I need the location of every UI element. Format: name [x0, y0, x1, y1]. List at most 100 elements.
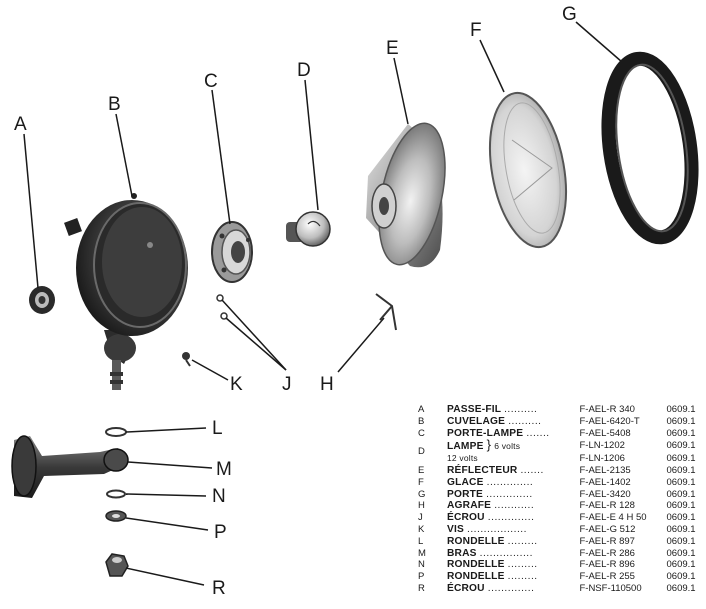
part-code: 0609.1 — [666, 488, 696, 500]
part-name: LAMPE — [446, 441, 484, 453]
part-code: 0609.1 — [666, 415, 696, 427]
part-m-arm — [11, 435, 129, 498]
leader-dots: ....... — [526, 427, 550, 439]
part-name: BRAS — [446, 547, 477, 559]
leader-dots: .............. — [486, 476, 534, 488]
part-name: VIS — [446, 523, 464, 535]
leader-dots: ............ — [494, 500, 535, 512]
callout-b: B — [108, 94, 121, 115]
leader-dots: ......... — [507, 535, 538, 547]
part-reference: F-AEL-R 255 — [579, 571, 635, 583]
callout-d: D — [297, 60, 311, 81]
part-letter: M — [418, 547, 426, 559]
part-reference: F-AEL-R 286 — [579, 547, 635, 559]
part-j-nuts — [216, 294, 228, 320]
part-name: CUVELAGE — [446, 415, 506, 427]
leader-p — [125, 517, 209, 531]
part-reference: F-AEL-6420-T — [579, 415, 640, 427]
part-code: 0609.1 — [666, 439, 696, 451]
part-g-bezel-ring — [601, 51, 699, 245]
part-f-glass — [489, 91, 567, 249]
leader-e — [393, 57, 409, 125]
part-letter: A — [418, 404, 425, 415]
part-reference: F-AEL-2135 — [579, 464, 631, 476]
parts-row-b: B CUVELAGE .......... F-AEL-6420-T 0609.1 — [418, 416, 706, 428]
callout-p: P — [214, 522, 227, 543]
parts-row-d2: F-LN-1206 0609.1 — [418, 452, 706, 465]
callout-l: L — [212, 418, 223, 439]
part-reference: F-AEL-R 340 — [579, 404, 635, 415]
part-code: 0609.1 — [666, 464, 696, 476]
callout-a: A — [14, 114, 27, 135]
part-r-nut — [105, 553, 129, 577]
part-letter: J — [418, 512, 423, 524]
part-reference: F-AEL-R 897 — [579, 535, 635, 547]
part-code: 0609.1 — [666, 452, 696, 464]
part-code: 0609.1 — [666, 500, 696, 512]
part-letter: B — [418, 415, 425, 427]
part-name: RONDELLE — [446, 571, 505, 583]
part-e-reflector — [366, 122, 446, 268]
part-p-washer — [105, 510, 127, 522]
leader-dots: .................. — [467, 523, 527, 535]
part-c-lamp-holder — [211, 221, 253, 283]
leader-r — [125, 567, 205, 586]
leader-dots: ......... — [507, 571, 538, 583]
part-reference: F-AEL-R 896 — [579, 559, 635, 571]
leader-dots: ................ — [479, 547, 533, 559]
callout-k: K — [230, 374, 243, 395]
part-letter: G — [418, 488, 426, 500]
callout-g: G — [562, 4, 577, 25]
part-code: 0609.1 — [666, 512, 696, 524]
leader-dots: .............. — [486, 488, 533, 500]
leader-dots: .............. — [487, 582, 535, 594]
part-reference: F-AEL-G 512 — [579, 523, 636, 535]
part-name: AGRAFE — [446, 500, 492, 512]
part-name: ÉCROU — [446, 582, 485, 594]
part-name: PORTE-LAMPE — [446, 427, 524, 439]
leader-j2 — [225, 317, 287, 371]
callout-j: J — [282, 374, 292, 395]
leader-g — [575, 21, 623, 63]
callout-f: F — [470, 20, 482, 41]
part-letter: D — [418, 446, 425, 458]
part-code: 0609.1 — [666, 571, 696, 583]
part-a-grommet — [29, 286, 55, 314]
part-name: RÉFLECTEUR — [446, 464, 518, 476]
part-reference: F-AEL-R 128 — [579, 500, 635, 512]
part-reference: F-AEL-3420 — [579, 488, 631, 500]
callout-n: N — [212, 486, 226, 507]
part-reference: F-LN-1206 — [579, 452, 625, 464]
part-k-screw — [182, 352, 191, 367]
leader-m — [127, 461, 213, 469]
leader-a — [23, 133, 39, 289]
part-name: RONDELLE — [446, 535, 505, 547]
part-n-washer — [106, 489, 126, 499]
part-code: 0609.1 — [666, 427, 696, 439]
leader-lines — [23, 21, 623, 586]
leader-l — [125, 427, 207, 433]
part-code: 0609.1 — [666, 535, 696, 547]
part-h-clip — [375, 293, 397, 331]
part-name: GLACE — [446, 476, 484, 488]
part-letter: R — [418, 582, 425, 594]
part-code: 0609.1 — [666, 582, 696, 594]
part-reference: F-AEL-5408 — [579, 427, 631, 439]
part-code: 0609.1 — [666, 404, 696, 415]
leader-j1 — [221, 299, 287, 371]
leader-h — [337, 317, 385, 373]
leader-d — [304, 79, 319, 211]
leader-dots: .......... — [508, 415, 542, 427]
